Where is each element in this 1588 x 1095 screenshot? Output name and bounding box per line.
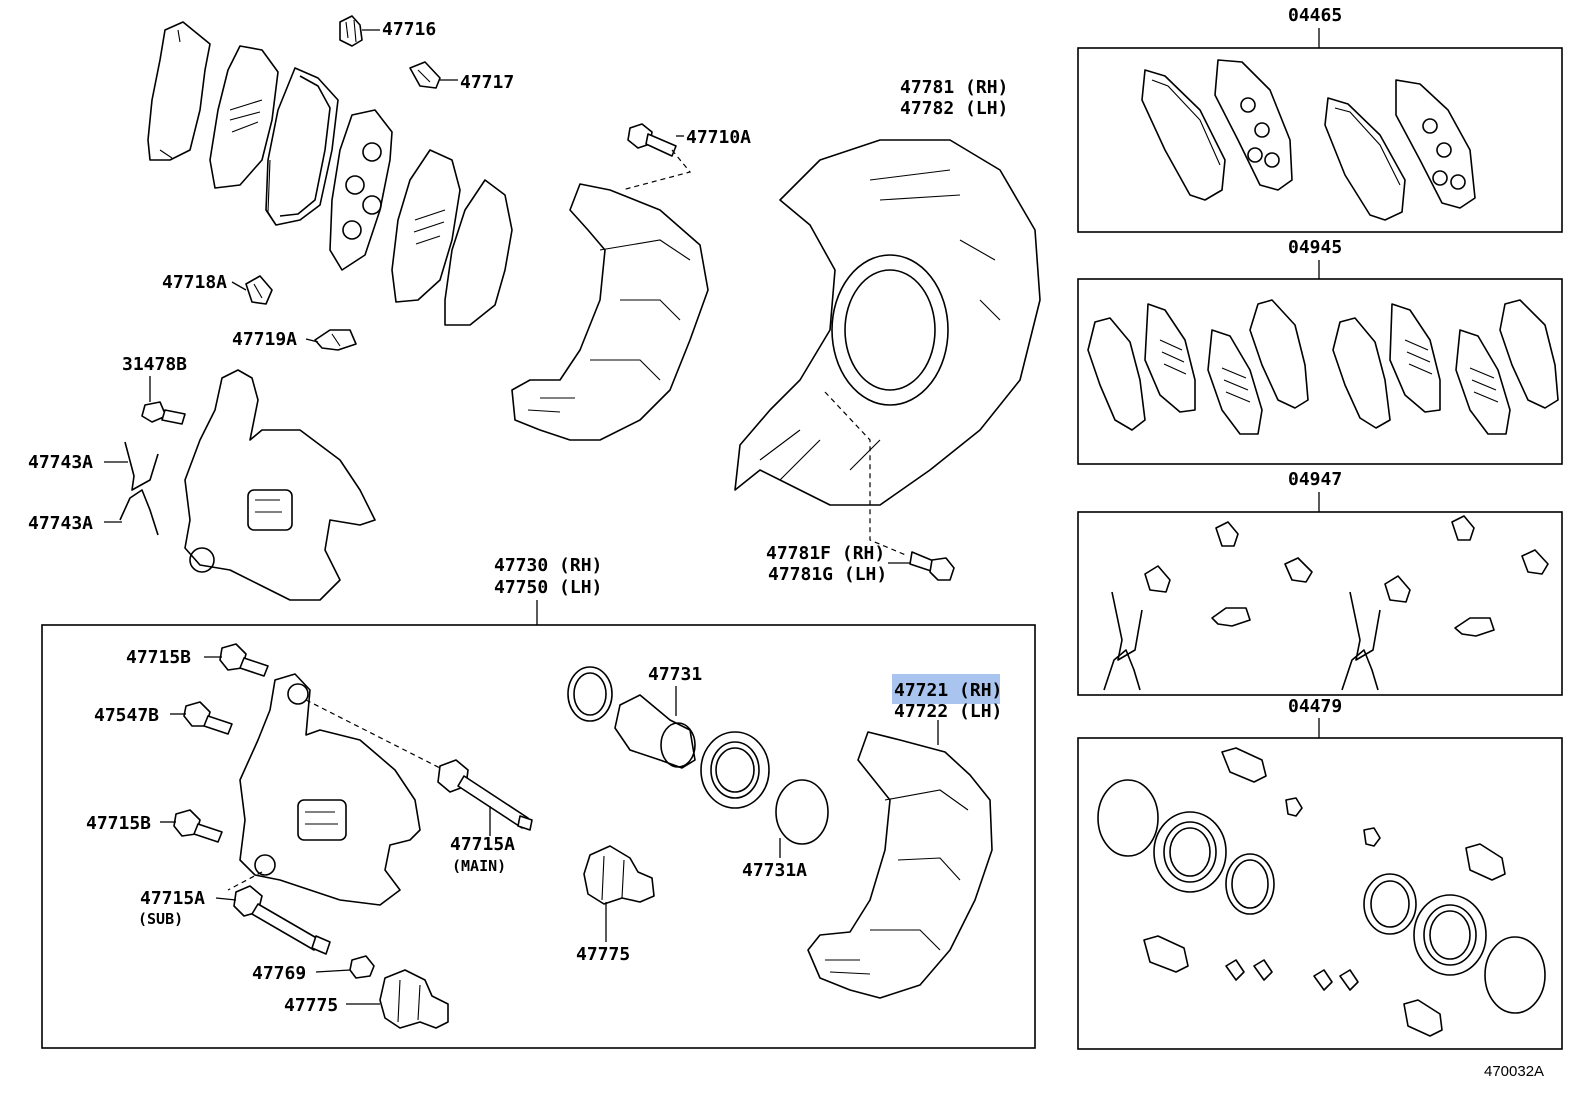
label-47721-rh[interactable]: 47721 (RH)	[894, 680, 1002, 701]
pad-inner	[329, 109, 393, 271]
label-kit-04465[interactable]: 04465	[1288, 5, 1342, 26]
ring-47731	[567, 666, 613, 722]
label-47710A[interactable]: 47710A	[686, 127, 751, 148]
label-47715A-sub[interactable]: 47715A	[140, 888, 205, 909]
boot-47775-2	[583, 845, 655, 905]
bolt-47715B-2	[173, 809, 223, 843]
label-47743A-1[interactable]: 47743A	[28, 452, 93, 473]
kit-04465-frame	[1077, 47, 1563, 233]
label-kit-04479[interactable]: 04479	[1288, 696, 1342, 717]
pin-31478B	[141, 401, 186, 425]
label-47722-lh[interactable]: 47722 (LH)	[894, 701, 1002, 722]
caliper-assembly-frame	[41, 624, 1036, 1049]
clip-47719A	[314, 329, 357, 351]
label-47750-lh[interactable]: 47750 (LH)	[494, 577, 602, 598]
shim-inner-2	[391, 149, 461, 303]
caliper-body-lower	[239, 673, 421, 906]
bolt-47715B-1	[219, 643, 269, 677]
clip-47718A	[245, 275, 273, 305]
label-47775-2[interactable]: 47775	[576, 944, 630, 965]
kit-04947-parts	[1103, 515, 1549, 691]
kit-04947-frame	[1077, 511, 1563, 696]
label-sub-note: (SUB)	[138, 910, 183, 928]
kit-04945-frame	[1077, 278, 1563, 465]
label-47715B-2[interactable]: 47715B	[86, 813, 151, 834]
pad-outer	[265, 67, 339, 226]
label-kit-04945[interactable]: 04945	[1288, 237, 1342, 258]
torque-plate-47721	[807, 731, 993, 999]
highlight-47721	[892, 674, 1000, 704]
kit-04465-parts	[1141, 59, 1476, 221]
label-47782-lh[interactable]: 47782 (LH)	[900, 98, 1008, 119]
shim-outer-1	[147, 21, 211, 161]
label-47781G-lh[interactable]: 47781G (LH)	[768, 564, 887, 585]
label-47719A[interactable]: 47719A	[232, 329, 297, 350]
bolt-47781F	[909, 551, 955, 581]
cap-47769	[349, 955, 375, 979]
kit-04945-parts	[1087, 299, 1559, 435]
seal-boot-47731	[700, 731, 770, 809]
caliper-body-top	[184, 369, 376, 601]
kit-04479-parts	[1097, 747, 1546, 1037]
clip-47716	[339, 15, 363, 47]
label-47715B-1[interactable]: 47715B	[126, 647, 191, 668]
label-kit-04947[interactable]: 04947	[1288, 469, 1342, 490]
label-47781-rh[interactable]: 47781 (RH)	[900, 77, 1008, 98]
pin-47715A-sub	[233, 885, 331, 955]
label-47775-1[interactable]: 47775	[284, 995, 338, 1016]
clip-47717	[409, 61, 441, 89]
diagram-reference: 470032A	[1484, 1063, 1544, 1080]
shim-outer-2	[444, 179, 513, 326]
label-47715A-main[interactable]: 47715A	[450, 834, 515, 855]
label-47716[interactable]: 47716	[382, 19, 436, 40]
label-31478B[interactable]: 31478B	[122, 354, 187, 375]
label-47743A-2[interactable]: 47743A	[28, 513, 93, 534]
pin-47715A-main	[437, 759, 533, 831]
bolt-47710A	[627, 123, 677, 157]
caliper-bracket-upper	[511, 183, 709, 441]
label-47731A[interactable]: 47731A	[742, 860, 807, 881]
bolt-47547B	[183, 701, 233, 735]
shim-inner-1	[209, 45, 279, 189]
label-47731[interactable]: 47731	[648, 664, 702, 685]
spring-47743A-1	[124, 441, 159, 491]
label-47730-rh[interactable]: 47730 (RH)	[494, 555, 602, 576]
kit-04479-frame	[1077, 737, 1563, 1050]
oring-47731A	[775, 779, 829, 845]
spring-47743A-2	[119, 489, 159, 536]
label-47547B[interactable]: 47547B	[94, 705, 159, 726]
label-47769[interactable]: 47769	[252, 963, 306, 984]
label-47781F-rh[interactable]: 47781F (RH)	[766, 543, 885, 564]
disc-dust-shield	[734, 139, 1041, 506]
label-main-note: (MAIN)	[452, 857, 506, 875]
label-47717[interactable]: 47717	[460, 72, 514, 93]
label-47718A[interactable]: 47718A	[162, 272, 227, 293]
piston-47731	[614, 694, 696, 769]
boot-47775-1	[379, 969, 449, 1029]
